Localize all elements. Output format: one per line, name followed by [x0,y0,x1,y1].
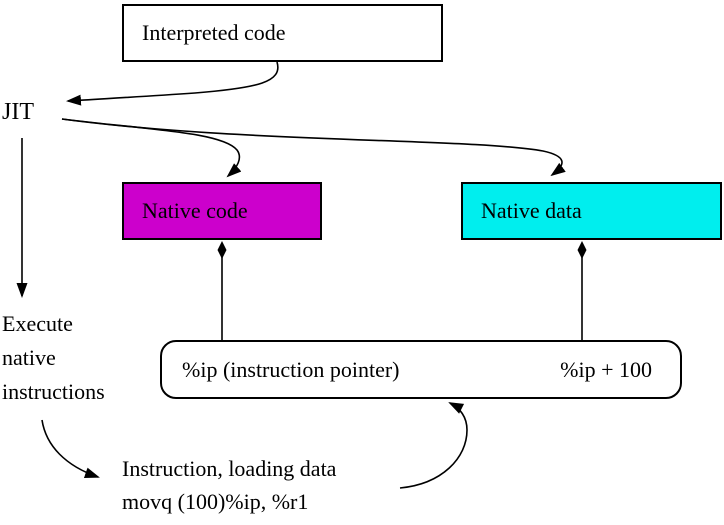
execute-native-instructions-label: Execute native instructions [2,307,105,409]
interpreted-code-label: Interpreted code [142,20,286,45]
diamond-native-code [217,241,227,259]
instruction-pointer-box: %ip (instruction pointer) %ip + 100 [160,340,682,399]
execute-line-1: Execute [2,311,73,336]
jit-label: JIT [2,99,34,125]
arrow-interpreted-to-jit [66,61,279,106]
execute-line-2: native [2,345,56,370]
instruction-line-2: movq (100)%ip, %r1 [122,489,309,514]
ip-instruction-pointer-label: %ip (instruction pointer) [182,356,400,382]
native-data-box: Native data [461,182,722,240]
arrow-instruction-to-pointer [399,402,468,489]
instruction-line-1: Instruction, loading data [122,456,337,481]
instruction-loading-data-label: Instruction, loading data movq (100)%ip,… [122,452,336,518]
execute-line-3: instructions [2,379,105,404]
arrow-jit-to-native-data [61,118,566,177]
diamond-native-data [577,241,587,259]
native-data-label: Native data [481,198,582,223]
ip-plus-100-label: %ip + 100 [560,356,652,382]
native-code-box: Native code [122,182,322,240]
interpreted-code-box: Interpreted code [122,4,443,62]
arrow-jit-to-native-code [61,118,242,178]
arrow-execute-to-instruction [41,419,100,478]
native-code-label: Native code [142,198,248,223]
